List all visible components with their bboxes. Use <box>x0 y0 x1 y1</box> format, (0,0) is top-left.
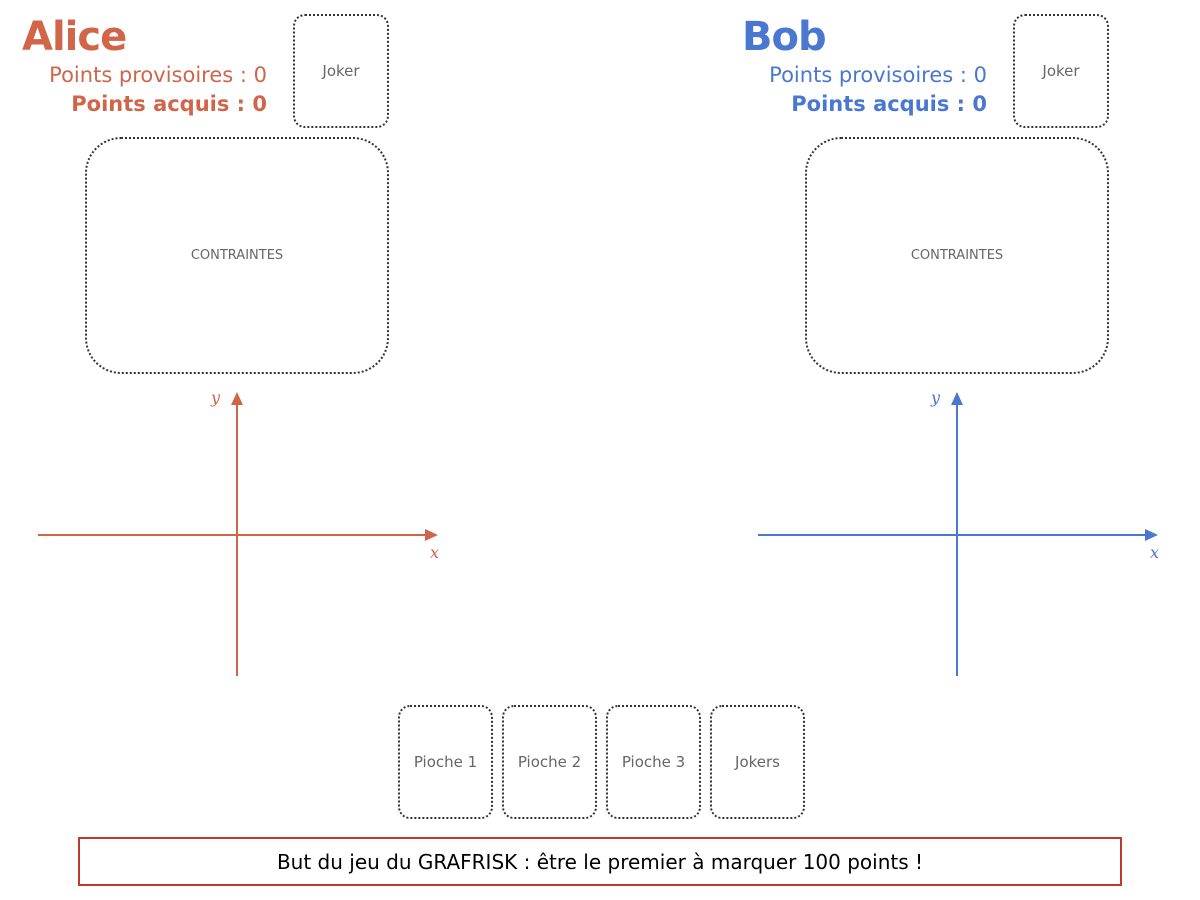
provisional-points: Points provisoires : 0 <box>769 63 987 87</box>
y-label: y <box>930 388 941 407</box>
y-label: y <box>210 388 221 407</box>
joker-slot[interactable]: Joker <box>1013 14 1109 128</box>
y-arrow-icon <box>951 392 963 405</box>
jokers-pile[interactable]: Jokers <box>710 705 805 819</box>
x-label: x <box>430 543 439 562</box>
axes-graph[interactable]: x y <box>0 380 460 680</box>
x-arrow-icon <box>1145 529 1158 541</box>
pile-3[interactable]: Pioche 3 <box>606 705 701 819</box>
provisional-points: Points provisoires : 0 <box>49 63 267 87</box>
y-arrow-icon <box>231 392 243 405</box>
constraints-area[interactable]: CONTRAINTES <box>805 137 1109 374</box>
player-alice: Alice Points provisoires : 0 Points acqu… <box>0 0 460 700</box>
joker-slot[interactable]: Joker <box>293 14 389 128</box>
x-label: x <box>1150 543 1159 562</box>
player-name: Alice <box>22 14 127 60</box>
constraints-area[interactable]: CONTRAINTES <box>85 137 389 374</box>
acquired-points: Points acquis : 0 <box>71 92 267 116</box>
goal-banner: But du jeu du GRAFRISK : être le premier… <box>78 837 1122 886</box>
pile-1[interactable]: Pioche 1 <box>398 705 493 819</box>
axes-graph[interactable]: x y <box>720 380 1180 680</box>
player-name: Bob <box>742 14 827 60</box>
pile-2[interactable]: Pioche 2 <box>502 705 597 819</box>
acquired-points: Points acquis : 0 <box>791 92 987 116</box>
player-bob: Bob Points provisoires : 0 Points acquis… <box>720 0 1180 700</box>
x-arrow-icon <box>425 529 438 541</box>
